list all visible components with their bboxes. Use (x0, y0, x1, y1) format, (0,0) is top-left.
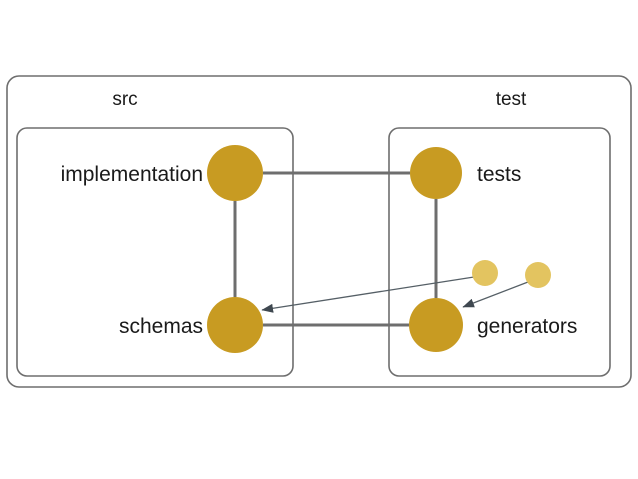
edge-anon2-generators (462, 281, 529, 308)
node-schemas[interactable] (207, 297, 263, 353)
group-label-src: src (112, 89, 137, 110)
node-anon-generator-1[interactable] (472, 260, 498, 286)
node-labels-layer: implementation tests schemas generators (61, 163, 578, 338)
group-box-src (16, 127, 294, 377)
node-generators[interactable] (409, 298, 463, 352)
outer-container-box (6, 75, 632, 388)
node-anon-generator-2[interactable] (525, 262, 551, 288)
node-implementation[interactable] (207, 145, 263, 201)
node-tests[interactable] (410, 147, 462, 199)
nodes-layer (207, 145, 551, 353)
node-label-implementation: implementation (61, 163, 203, 186)
node-label-generators: generators (477, 315, 577, 338)
node-label-tests: tests (477, 163, 521, 186)
edges-layer (233, 171, 529, 327)
container-boxes (6, 75, 632, 388)
node-label-schemas: schemas (119, 315, 203, 338)
edge-anon1-schemas (261, 276, 475, 313)
group-label-test: test (496, 89, 527, 110)
group-box-test (388, 127, 611, 377)
